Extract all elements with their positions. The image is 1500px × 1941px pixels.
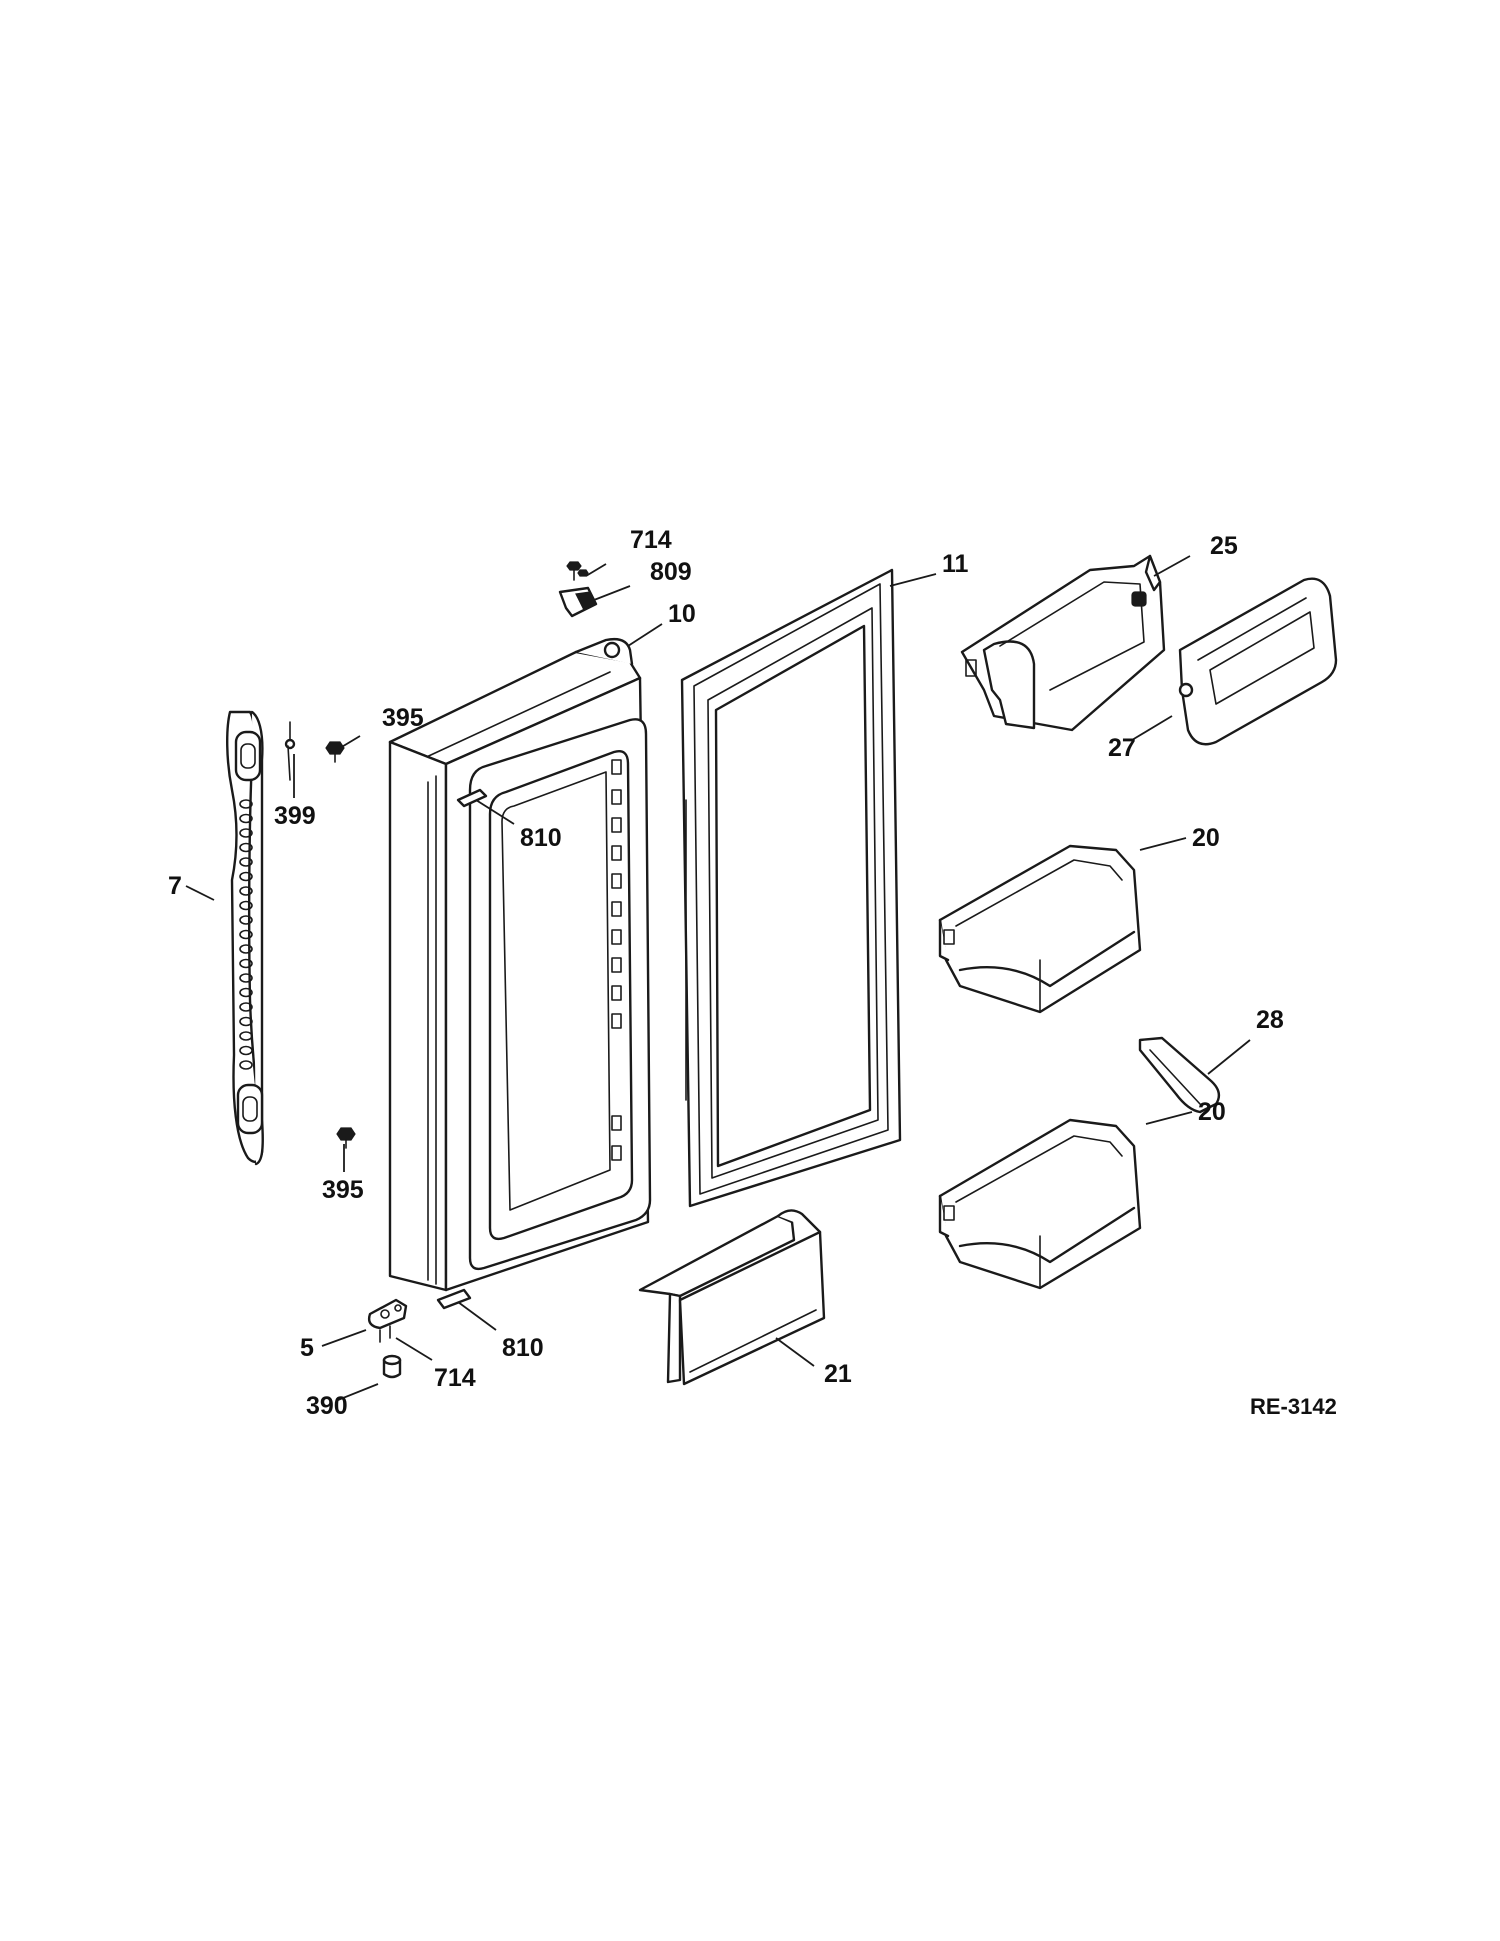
grip-rib xyxy=(239,1016,253,1027)
grip-rib xyxy=(239,973,253,983)
callout-top-hinge-cover: 809 xyxy=(650,558,692,586)
rail-slot xyxy=(611,985,622,1001)
shelf-rail-slots xyxy=(611,759,622,1161)
door-handle xyxy=(226,710,264,1166)
grip-rib xyxy=(239,1002,253,1012)
bottom-hinge-screws xyxy=(379,1325,391,1343)
door-gasket xyxy=(680,568,902,1208)
screw-bottom xyxy=(336,1127,356,1149)
callout-bushing: 390 xyxy=(306,1392,348,1420)
bottom-hinge-bracket xyxy=(367,1298,408,1330)
callout-bottom-hinge: 5 xyxy=(300,1334,314,1362)
rail-slot xyxy=(611,1115,622,1131)
rail-slot xyxy=(611,845,622,861)
bin-divider xyxy=(1138,1036,1221,1114)
callout-bottom-hinge-screws: 714 xyxy=(434,1364,476,1392)
grip-rib xyxy=(239,813,253,824)
rail-slot xyxy=(611,929,622,945)
grip-rib xyxy=(239,886,253,896)
grip-rib xyxy=(239,857,253,867)
lower-door-bin xyxy=(638,1209,826,1386)
callout-dairy-bin: 25 xyxy=(1210,532,1238,560)
door-bin-lower xyxy=(938,1118,1142,1290)
screw-top xyxy=(325,741,345,763)
leader-lines xyxy=(185,555,1251,1401)
hinge-bushing xyxy=(382,1354,402,1379)
grip-rib xyxy=(239,828,253,838)
dairy-compartment-bin xyxy=(960,554,1166,732)
callout-stop-top: 810 xyxy=(520,824,562,852)
door-stop-bottom xyxy=(436,1288,472,1310)
rail-slot xyxy=(611,957,622,973)
callout-divider: 28 xyxy=(1256,1006,1284,1034)
grip-rib xyxy=(239,1045,253,1056)
grip-rib xyxy=(239,799,253,809)
grip-rib xyxy=(239,1060,253,1070)
handle-pin xyxy=(284,721,296,781)
callout-handle-pin: 399 xyxy=(274,802,316,830)
grip-rib xyxy=(239,915,253,925)
callout-stop-bottom: 810 xyxy=(502,1334,544,1362)
callout-screw-bottom: 395 xyxy=(322,1176,364,1204)
refrigerator-door xyxy=(388,637,652,1292)
callout-gasket: 11 xyxy=(942,550,969,578)
callout-handle: 7 xyxy=(168,872,182,900)
rail-slot xyxy=(611,901,622,917)
grip-rib xyxy=(239,871,253,882)
grip-rib xyxy=(239,944,253,954)
grip-rib xyxy=(239,1031,253,1041)
callout-top-hinge-screw: 714 xyxy=(630,526,672,554)
callout-bin-upper: 20 xyxy=(1192,824,1220,852)
callout-screw-top: 395 xyxy=(382,704,424,732)
grip-rib xyxy=(239,842,253,853)
diagram-reference-code: RE-3142 xyxy=(1250,1394,1337,1419)
handle-grip-ribs xyxy=(239,799,253,1070)
rail-slot xyxy=(611,1013,622,1029)
callout-labels: 7 399 395 395 714 809 10 11 810 810 5 71… xyxy=(168,526,1284,1420)
rail-slot xyxy=(611,1145,622,1161)
grip-rib xyxy=(239,987,253,998)
door-bin-upper xyxy=(938,844,1142,1014)
grip-rib xyxy=(239,900,253,911)
rail-slot xyxy=(611,873,622,889)
callout-lower-door-bin: 21 xyxy=(824,1360,852,1388)
door-stop-top xyxy=(456,788,488,808)
grip-rib xyxy=(239,929,253,940)
callout-door: 10 xyxy=(668,600,696,628)
top-hinge-cover xyxy=(558,586,598,618)
rail-slot xyxy=(611,817,622,833)
rail-slot xyxy=(611,789,622,805)
top-hinge-screw xyxy=(566,561,589,581)
grip-rib xyxy=(239,958,253,969)
rail-slot xyxy=(611,759,622,775)
callout-dairy-door: 27 xyxy=(1108,734,1136,762)
callout-bin-lower: 20 xyxy=(1198,1098,1226,1126)
dairy-compartment-door xyxy=(1178,577,1338,746)
